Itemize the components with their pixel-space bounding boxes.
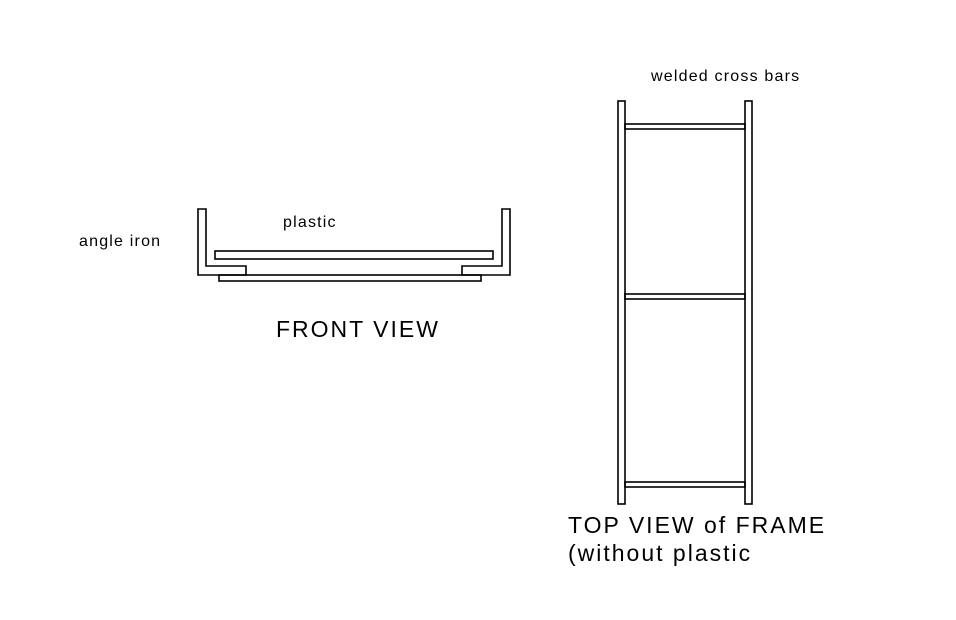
cross-bar-middle xyxy=(624,293,746,300)
cross-bar-bottom xyxy=(624,481,746,488)
front-view-title: FRONT VIEW xyxy=(276,316,440,342)
plastic-label: plastic xyxy=(283,214,337,231)
left-rail xyxy=(617,100,626,505)
top-view-title-line1: TOP VIEW of FRAME xyxy=(568,512,827,538)
top-view-drawing xyxy=(617,100,753,505)
welded-cross-bars-label: welded cross bars xyxy=(651,68,801,85)
right-rail xyxy=(744,100,753,505)
top-view-title-line2: (without plastic xyxy=(568,540,753,566)
bottom-plate xyxy=(218,274,482,282)
angle-iron-label: angle iron xyxy=(79,233,162,250)
front-view-drawing xyxy=(197,208,511,282)
plastic-sheet xyxy=(214,250,494,260)
cross-bar-top xyxy=(624,123,746,130)
right-angle-iron xyxy=(461,208,511,276)
left-angle-iron xyxy=(197,208,247,276)
